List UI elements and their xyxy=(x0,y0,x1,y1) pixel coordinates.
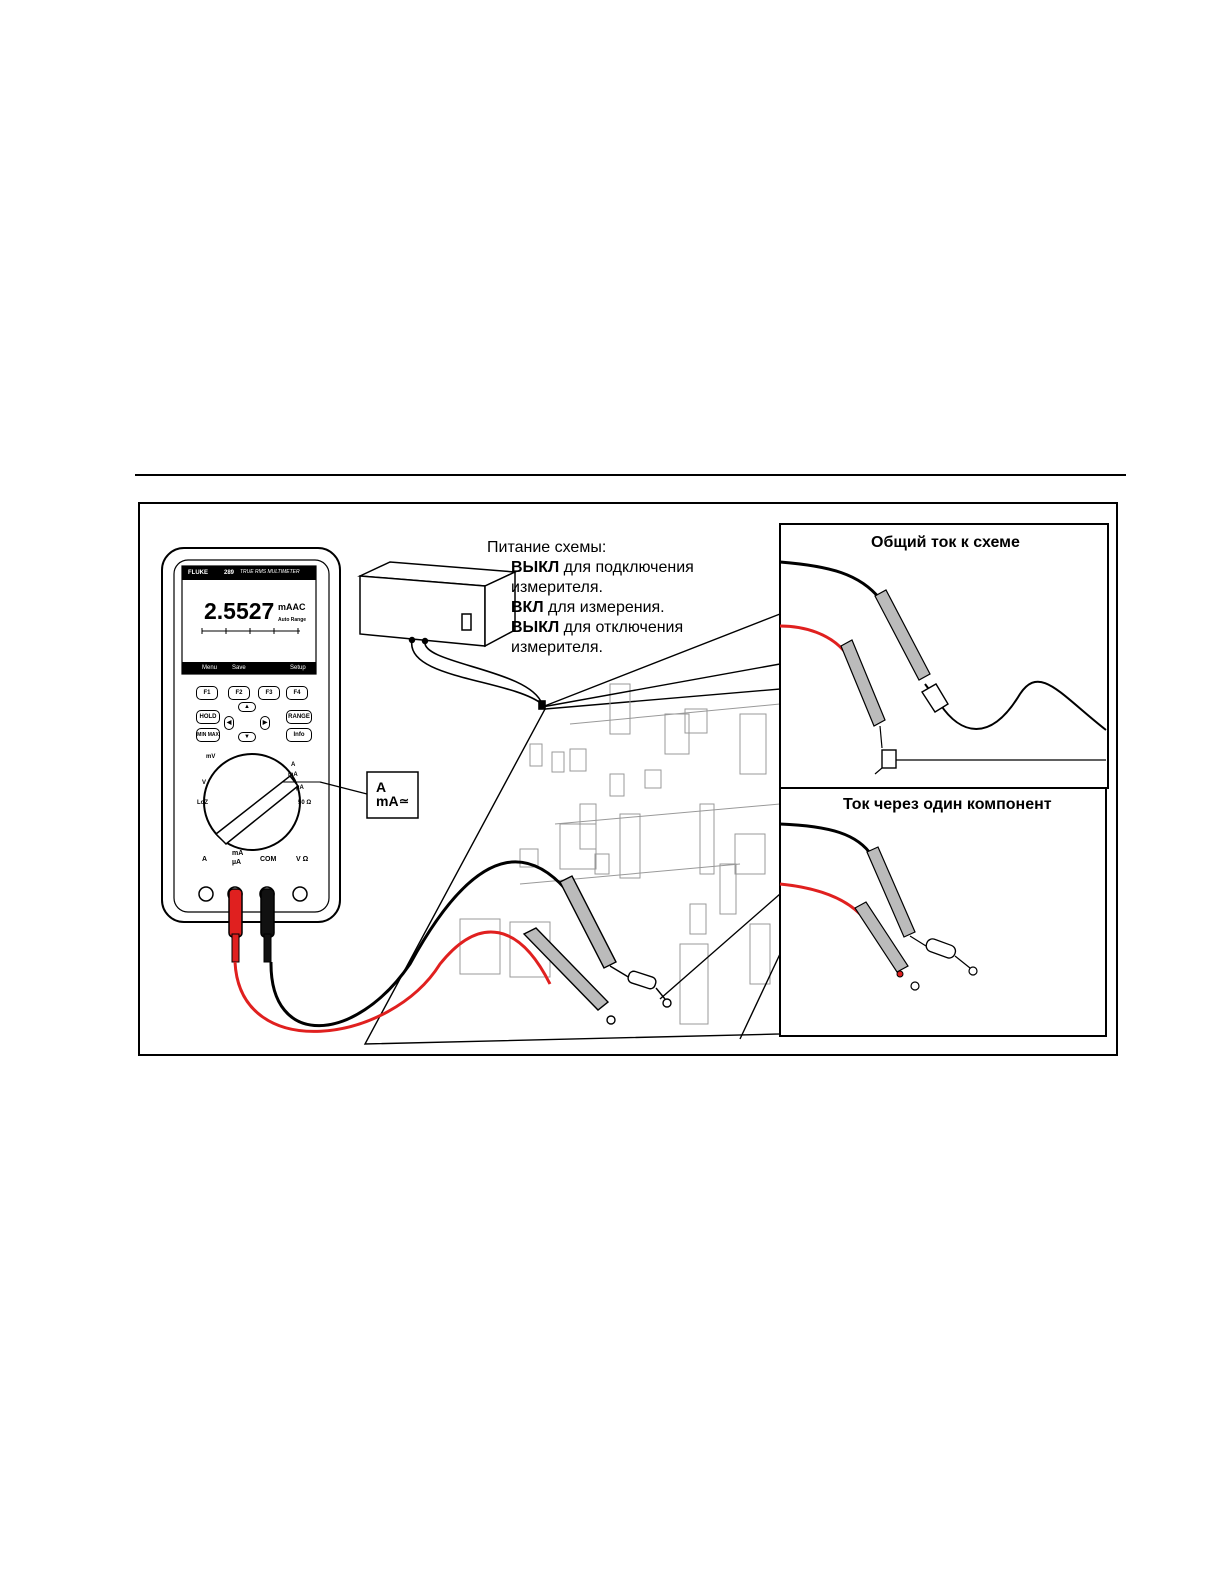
jack-label-ua: µA xyxy=(232,859,242,866)
supply-wires xyxy=(411,639,546,710)
arrow-right-button[interactable]: ▶ xyxy=(260,716,270,730)
meter-reading: 2.5527 xyxy=(204,598,275,624)
power-caption: Питание схемы: ВЫКЛ для подключения изме… xyxy=(487,538,694,658)
jack-label-com: COM xyxy=(260,856,277,863)
inset-component-current xyxy=(779,787,1107,1037)
f3-button[interactable]: F3 xyxy=(258,686,280,700)
softkey-setup[interactable]: Setup xyxy=(290,665,306,671)
illustration xyxy=(161,523,1109,1045)
dial-label-mv: mV xyxy=(206,754,216,760)
probe-black xyxy=(559,875,617,969)
caption-off-2-text: для отключения xyxy=(559,619,684,636)
meter-model: 289 xyxy=(224,570,235,576)
dial-label-v: V xyxy=(202,780,207,786)
inset-bottom-title: Ток через один компонент xyxy=(843,796,1052,813)
callout-box xyxy=(366,771,419,819)
f1-button[interactable]: F1 xyxy=(196,686,218,700)
caption-line3: измерителя. xyxy=(511,579,603,596)
inset-top-title: Общий ток к схеме xyxy=(871,534,1020,551)
softkey-save[interactable]: Save xyxy=(232,665,246,671)
f4-button[interactable]: F4 xyxy=(286,686,308,700)
dial-label-ma: mA xyxy=(288,772,298,778)
jack-label-a: A xyxy=(202,856,208,863)
meter-unit: mAAC xyxy=(278,602,306,612)
header-rule xyxy=(135,474,1126,476)
caption-on-text: для измерения. xyxy=(543,599,665,616)
dial-label-loz: LoZ xyxy=(197,800,208,806)
probe-red xyxy=(522,927,610,1011)
caption-title: Питание схемы: xyxy=(487,539,607,556)
caption-off-1-text: для подключения xyxy=(559,559,694,576)
dial-label-a: A xyxy=(291,762,296,768)
circuit-board xyxy=(363,683,781,1045)
dial-label-ua: µA xyxy=(296,785,304,791)
caption-off-1: ВЫКЛ xyxy=(511,559,560,576)
arrow-left-button[interactable]: ◀ xyxy=(224,716,234,730)
inset-total-current xyxy=(779,523,1109,789)
measurement-figure: Питание схемы: ВЫКЛ для подключения изме… xyxy=(138,502,1118,1056)
hold-button[interactable]: HOLD xyxy=(196,710,220,724)
range-button[interactable]: RANGE xyxy=(286,710,312,724)
caption-off-2: ВЫКЛ xyxy=(511,619,560,636)
ac-dc-icon: ≃ xyxy=(399,794,410,808)
minmax-button[interactable]: MIN MAX xyxy=(196,728,220,742)
info-button[interactable]: Info xyxy=(286,728,312,742)
meter-range-text: Auto Range xyxy=(278,617,307,623)
dial-label-ohm: 50 Ω xyxy=(298,800,312,806)
power-supply xyxy=(357,561,518,648)
jack-label-ma: mA xyxy=(232,850,244,857)
callout-a: A xyxy=(376,779,387,795)
callout-ma: mA xyxy=(376,793,399,809)
meter-brand: FLUKE xyxy=(188,570,208,576)
arrow-up-button[interactable]: ▲ xyxy=(238,702,256,712)
softkey-menu[interactable]: Menu xyxy=(202,665,218,671)
test-leads xyxy=(233,860,612,1033)
resistor xyxy=(606,970,672,1025)
arrow-down-button[interactable]: ▼ xyxy=(238,732,256,742)
caption-on: ВКЛ xyxy=(511,599,544,616)
caption-line6: измерителя. xyxy=(511,639,603,656)
f2-button[interactable]: F2 xyxy=(228,686,250,700)
meter-model-text: TRUE RMS MULTIMETER xyxy=(240,569,300,575)
jack-label-vohm: V Ω xyxy=(296,856,309,863)
